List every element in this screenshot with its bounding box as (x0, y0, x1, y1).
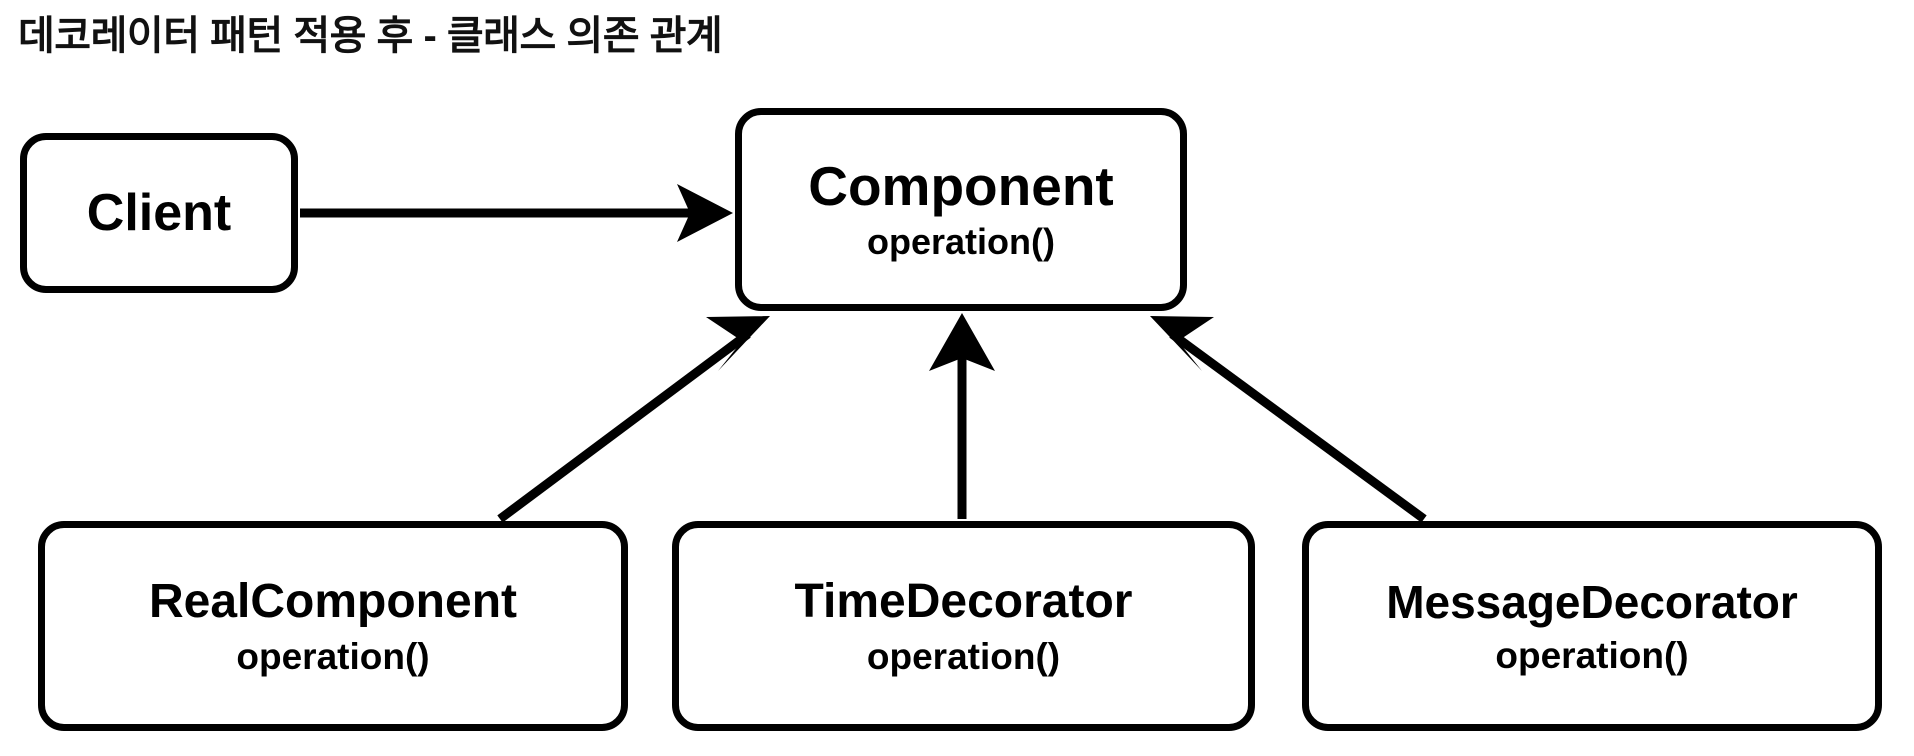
class-node-component-operation: operation() (867, 221, 1055, 262)
class-node-timedecorator-title: TimeDecorator (794, 574, 1133, 628)
class-node-messagedecorator[interactable]: MessageDecorator operation() (1302, 521, 1882, 731)
class-node-component-title: Component (808, 155, 1114, 217)
class-node-client-title: Client (86, 184, 232, 242)
class-node-timedecorator-operation: operation() (866, 635, 1061, 677)
class-node-realcomponent-operation: operation() (236, 635, 430, 677)
class-node-timedecorator[interactable]: TimeDecorator operation() (672, 521, 1255, 731)
edge-client-to-component (300, 184, 733, 242)
class-node-messagedecorator-title: MessageDecorator (1386, 575, 1798, 628)
edge-timedecorator-to-component (929, 313, 995, 519)
class-node-realcomponent[interactable]: RealComponent operation() (38, 521, 628, 731)
class-node-messagedecorator-operation: operation() (1495, 634, 1689, 676)
edge-messagedecorator-to-component (1150, 316, 1427, 523)
class-node-client[interactable]: Client (20, 133, 298, 293)
page-title: 데코레이터 패턴 적용 후 - 클래스 의존 관계 (18, 14, 723, 58)
class-node-realcomponent-title: RealComponent (148, 574, 517, 628)
class-node-component[interactable]: Component operation() (735, 108, 1187, 311)
edge-realcomponent-to-component (497, 316, 770, 523)
